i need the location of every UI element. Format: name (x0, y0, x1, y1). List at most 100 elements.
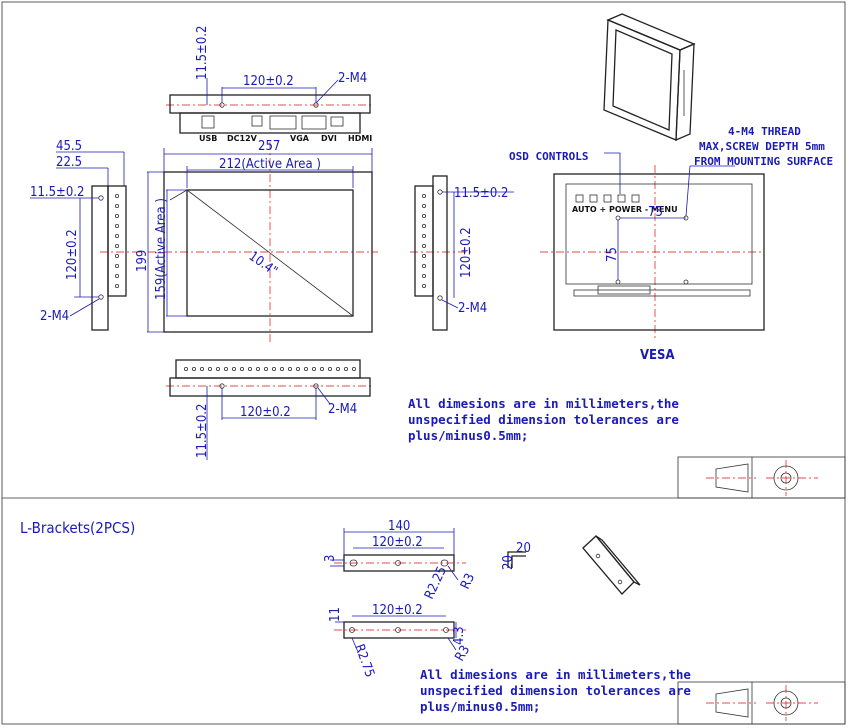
right-offset-dim: 11.5±0.2 (454, 186, 508, 201)
bottom-pitch-dim: 120±0.2 (240, 405, 291, 420)
vent-hole (231, 366, 236, 371)
left-thread-label: 2-M4 (40, 309, 69, 324)
front-bezel (163, 171, 373, 333)
vent-hole (199, 366, 204, 371)
bracket-pitch-bottom-dim: 120±0.2 (372, 603, 423, 618)
rear-panel (565, 183, 753, 285)
bracket-top-view: 140 120±0.2 3 R2.25 R3 (323, 519, 478, 602)
vent-hole (115, 273, 120, 278)
vent-hole (191, 366, 196, 371)
front-view: 257 212(Active Area ) 199 159(Active Are… (100, 139, 378, 345)
title-block-bottom (677, 681, 846, 725)
vesa-label: VESA (640, 348, 675, 363)
active-height-dim: 159(Active Area ) (154, 198, 169, 300)
vesa-h-dim: 75 (648, 205, 663, 220)
thread-note-line-2: MAX,SCREW DEPTH 5mm (699, 140, 825, 153)
bracket-height-dim: 11 (328, 607, 343, 622)
notes-bottom-line-1: All dimesions are in millimeters,the (420, 667, 691, 682)
vent-hole (223, 366, 228, 371)
vent-hole (421, 263, 426, 268)
left-side-body (107, 185, 127, 297)
vent-hole (207, 366, 212, 371)
port-label-usb: USB (199, 134, 217, 143)
port-label-dc12v: DC12V (227, 134, 258, 143)
vent-hole (319, 366, 324, 371)
right-side-vents (421, 193, 426, 288)
vent-hole (115, 203, 120, 208)
right-side-body (414, 185, 434, 297)
left-side-vents (115, 193, 120, 288)
vent-hole (115, 263, 120, 268)
top-pitch-dim: 120±0.2 (243, 74, 294, 89)
thread-note-line-1: 4-M4 THREAD (728, 125, 801, 138)
vent-hole (115, 233, 120, 238)
bracket-depth-dim: 22.5 (56, 155, 82, 170)
vent-hole (351, 366, 356, 371)
vent-hole (279, 366, 284, 371)
vent-hole (421, 253, 426, 258)
vent-hole (115, 193, 120, 198)
vesa-v-dim: 75 (605, 247, 620, 262)
notes-top-line-3: plus/minus0.5mm; (408, 428, 528, 443)
vent-hole (115, 243, 120, 248)
rear-housing (553, 173, 765, 331)
vent-hole (421, 203, 426, 208)
front-active-area (186, 189, 354, 317)
port-label-dvi: DVI (321, 134, 337, 143)
bracket-radius-a: R2.25 (422, 564, 450, 601)
vent-hole (303, 366, 308, 371)
bottom-view: 120±0.2 11.5±0.2 2-M4 (166, 359, 372, 460)
left-pitch-dim: 120±0.2 (65, 229, 80, 280)
right-thread-label: 2-M4 (458, 301, 487, 316)
port-label-vga: VGA (290, 134, 310, 143)
vent-hole (421, 273, 426, 278)
vent-hole (421, 233, 426, 238)
bracket-dim-right: 4.3 (452, 626, 467, 645)
port-label-hdmi: HDMI (348, 134, 372, 143)
vga-port (269, 115, 297, 130)
vent-hole (115, 213, 120, 218)
thread-note-line-3: FROM MOUNTING SURFACE (694, 155, 833, 168)
vent-hole (421, 193, 426, 198)
total-depth-dim: 45.5 (56, 139, 82, 154)
bracket-isometric (582, 535, 641, 595)
dc12v-port (251, 115, 263, 127)
usb-port (201, 115, 215, 129)
notes-top-line-2: unspecified dimension tolerances are (408, 412, 679, 427)
bracket-pitch-top-dim: 120±0.2 (372, 535, 423, 550)
vent-hole (115, 283, 120, 288)
top-view-io-panel (179, 112, 361, 134)
title-block-top (677, 456, 846, 499)
vent-hole (335, 366, 340, 371)
vent-hole (115, 223, 120, 228)
vent-hole (421, 243, 426, 248)
vent-hole (421, 213, 426, 218)
vent-hole (247, 366, 252, 371)
overall-width-dim: 257 (258, 139, 280, 154)
vent-hole (311, 366, 316, 371)
vent-hole (421, 283, 426, 288)
left-offset-dim: 11.5±0.2 (30, 185, 84, 200)
rear-io-block (597, 285, 651, 295)
notes-bottom-line-3: plus/minus0.5mm; (420, 699, 540, 714)
vent-hole (115, 253, 120, 258)
right-pitch-dim: 120±0.2 (459, 227, 474, 278)
top-view-frame (169, 94, 371, 114)
bracket-leg-height: 20 (501, 555, 516, 570)
vent-hole (287, 366, 292, 371)
right-bracket-plate (432, 175, 448, 331)
top-thread-label: 2-M4 (338, 71, 367, 86)
osd-controls-label: OSD CONTROLS (509, 150, 588, 163)
notes-bottom-line-2: unspecified dimension tolerances are (420, 683, 691, 698)
isometric-monitor (603, 13, 696, 142)
vent-hole (215, 366, 220, 371)
overall-height-dim: 199 (135, 250, 150, 272)
bracket-radius-d: R2.75 (351, 642, 377, 679)
vent-hole (183, 366, 188, 371)
right-side-view: 11.5±0.2 120±0.2 2-M4 (410, 175, 514, 331)
rear-view: AUTO + POWER - MENU 75 75 OSD CONTROLS 4… (509, 125, 833, 363)
bracket-radius-b: R3 (458, 571, 478, 591)
vent-hole (255, 366, 260, 371)
